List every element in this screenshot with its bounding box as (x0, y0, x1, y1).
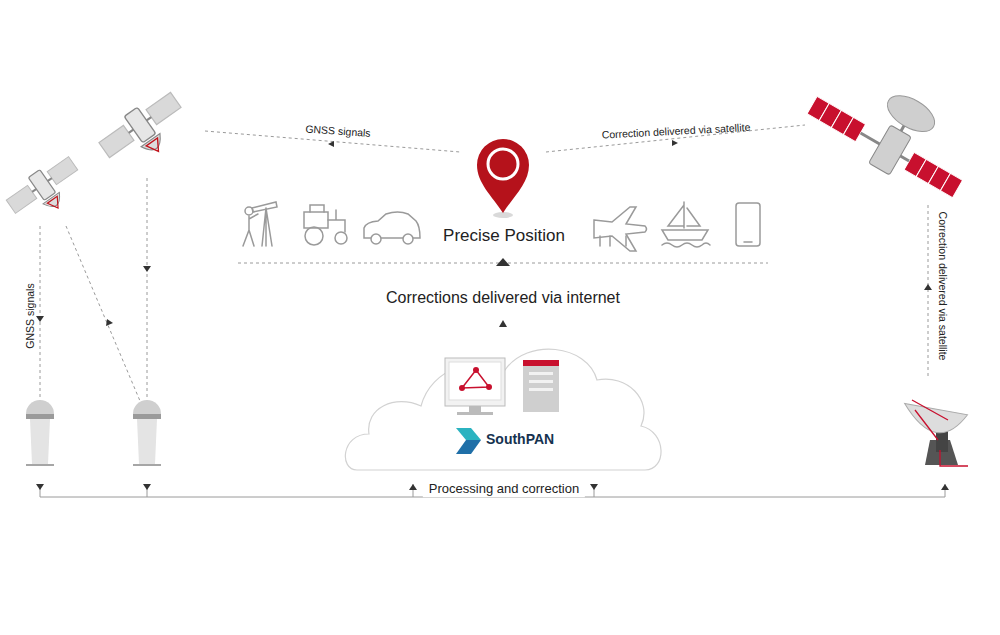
user-icons (243, 202, 760, 251)
process-label: Processing and correction (423, 481, 585, 497)
uplink-dish (905, 393, 970, 466)
correction-satellite (801, 57, 985, 209)
cloud-shape (343, 330, 665, 475)
signal-label: Correction delivered via satellite (937, 212, 950, 361)
signal-label: Correction delivered via satellite (601, 121, 750, 141)
position-title: Precise Position (443, 226, 565, 246)
position-pin (477, 139, 529, 218)
internet-label: Corrections delivered via internet (386, 288, 620, 307)
cloud-node: SouthPAN (343, 330, 665, 475)
gnss-satellite (3, 152, 89, 230)
ground-station (26, 400, 54, 465)
ground-station (133, 400, 161, 465)
gnss-satellite (95, 87, 194, 177)
signal-label: GNSS signals (305, 122, 371, 139)
signal-label: GNSS signals (24, 283, 37, 348)
brand-name: SouthPAN (486, 431, 554, 447)
